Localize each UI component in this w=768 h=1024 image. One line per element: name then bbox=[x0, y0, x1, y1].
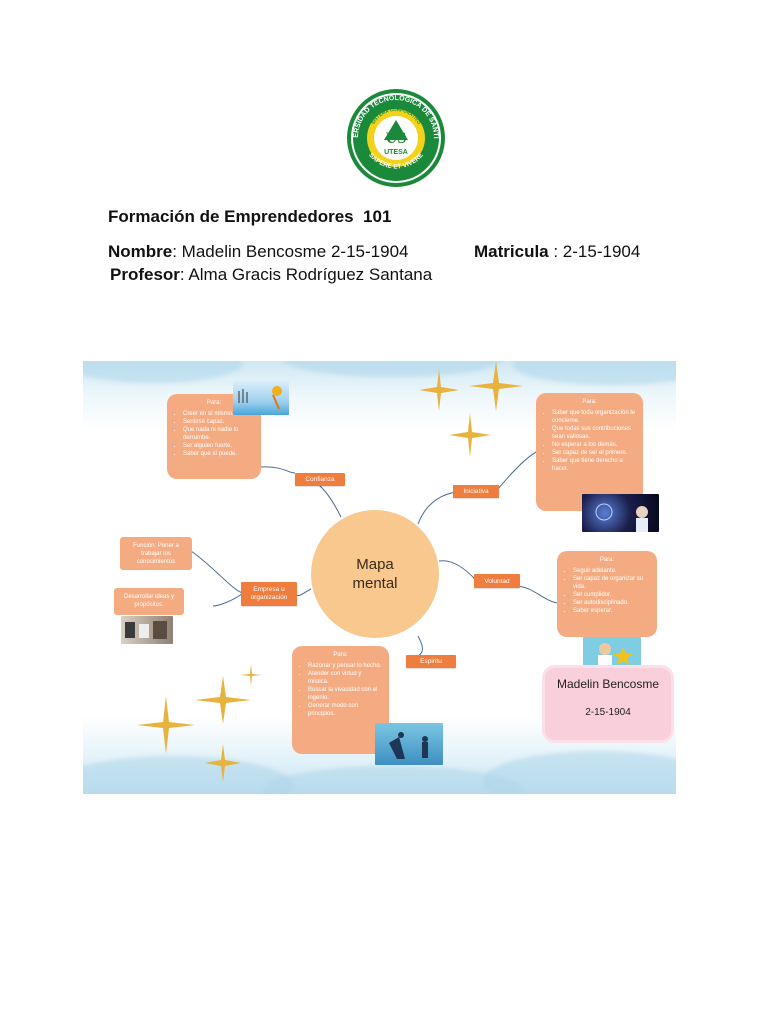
illustration-confianza bbox=[233, 381, 289, 415]
list-item: No esperar a los demás. bbox=[552, 441, 637, 449]
logo-name: UTESA bbox=[384, 149, 408, 156]
box-iniciativa: Para: Saber que toda organización le con… bbox=[536, 393, 643, 511]
nombre-row: Nombre: Madelin Bencosme 2-15-1904 bbox=[108, 242, 408, 262]
box-confianza-heading: Para: bbox=[206, 400, 222, 406]
course-title: Formación de Emprendedores 101 bbox=[108, 207, 392, 226]
list-item: Ser cumplidor. bbox=[573, 591, 651, 599]
tag-iniciativa: Iniciativa bbox=[453, 485, 499, 498]
box-voluntad: Para: Seguir adelante. Ser capaz de orga… bbox=[557, 551, 657, 637]
profesor-row: Profesor: Alma Gracis Rodríguez Santana bbox=[110, 265, 432, 285]
list-item: Saber que tiene derecho a hacer. bbox=[552, 457, 637, 473]
list-item: Creer en sí mismo. bbox=[183, 410, 255, 418]
list-item: Ser capaz de organizar su vida. bbox=[573, 575, 651, 591]
box-espiritu-heading: Para: bbox=[333, 652, 348, 658]
empresa-item-desarrollar: Desarrollar ideas y propósitos. bbox=[114, 588, 184, 615]
name-card: Madelin Bencosme 2-15-1904 bbox=[545, 668, 671, 740]
list-item: Generar modo con principios. bbox=[308, 702, 383, 718]
empresa-item-funcion: Función: Poner a trabajar los conocimien… bbox=[120, 537, 192, 570]
profesor-label: Profesor bbox=[110, 265, 180, 284]
center-line-1: Mapa bbox=[356, 556, 394, 573]
utesa-logo: UNIVERSIDAD TECNOLÓGICA DE SANTIAGO SAPE… bbox=[346, 86, 445, 187]
name-card-name: Madelin Bencosme bbox=[556, 677, 660, 691]
profesor-value: : Alma Gracis Rodríguez Santana bbox=[179, 265, 433, 284]
list-item: Atender con virtud y mística. bbox=[308, 670, 383, 686]
list-item: Razonar y pensar lo hecho. bbox=[308, 662, 383, 670]
nombre-value: : Madelin Bencosme 2-15-1904 bbox=[172, 242, 409, 261]
list-item: Saber que toda organización le concierne… bbox=[552, 409, 637, 425]
illustration-voluntad bbox=[583, 637, 641, 671]
list-item: Buscar la vivacidad con el ingenio. bbox=[308, 686, 383, 702]
tag-confianza: Confianza bbox=[295, 473, 345, 486]
list-item: Ser capaz de ser el primero. bbox=[552, 449, 637, 457]
decorative-stars bbox=[137, 361, 523, 782]
list-item: Saber que sí puede. bbox=[183, 450, 255, 458]
matricula-label: Matricula bbox=[474, 242, 549, 261]
name-card-number: 2-15-1904 bbox=[585, 707, 631, 718]
list-item: Ser alguien fuerte. bbox=[183, 442, 255, 450]
tag-empresa: Empresa u organización bbox=[241, 582, 297, 606]
nombre-label: Nombre bbox=[108, 242, 173, 261]
list-item: Seguir adelante. bbox=[573, 567, 651, 575]
list-item: Que nada ni nadie lo derrumbe. bbox=[183, 426, 255, 442]
list-item: Ser autodisciplinado. bbox=[573, 599, 651, 607]
matricula-row: Matricula : 2-15-1904 bbox=[474, 242, 640, 262]
logo-monogram: US bbox=[386, 130, 407, 147]
sparkle-icon bbox=[137, 361, 523, 782]
center-node: Mapa mental bbox=[311, 510, 439, 638]
box-espiritu: Para: Razonar y pensar lo hecho. Atender… bbox=[292, 646, 389, 754]
matricula-value: : 2-15-1904 bbox=[548, 242, 641, 261]
list-item: Sentirse capaz. bbox=[183, 418, 255, 426]
list-item: Saber esperar. bbox=[573, 607, 651, 615]
illustration-espiritu bbox=[375, 723, 443, 765]
tag-voluntad: Voluntad bbox=[474, 574, 520, 588]
box-voluntad-heading: Para: bbox=[599, 557, 615, 563]
list-item: Que todas sus contribuciones sean valios… bbox=[552, 425, 637, 441]
illustration-iniciativa bbox=[582, 494, 659, 532]
illustration-empresa bbox=[121, 616, 173, 644]
tag-espiritu: Espiritu bbox=[406, 655, 456, 668]
center-line-2: mental bbox=[352, 575, 398, 592]
mind-map: Mapa mental Confianza Iniciativa Volunta… bbox=[83, 361, 676, 794]
box-iniciativa-heading: Para: bbox=[582, 399, 597, 405]
